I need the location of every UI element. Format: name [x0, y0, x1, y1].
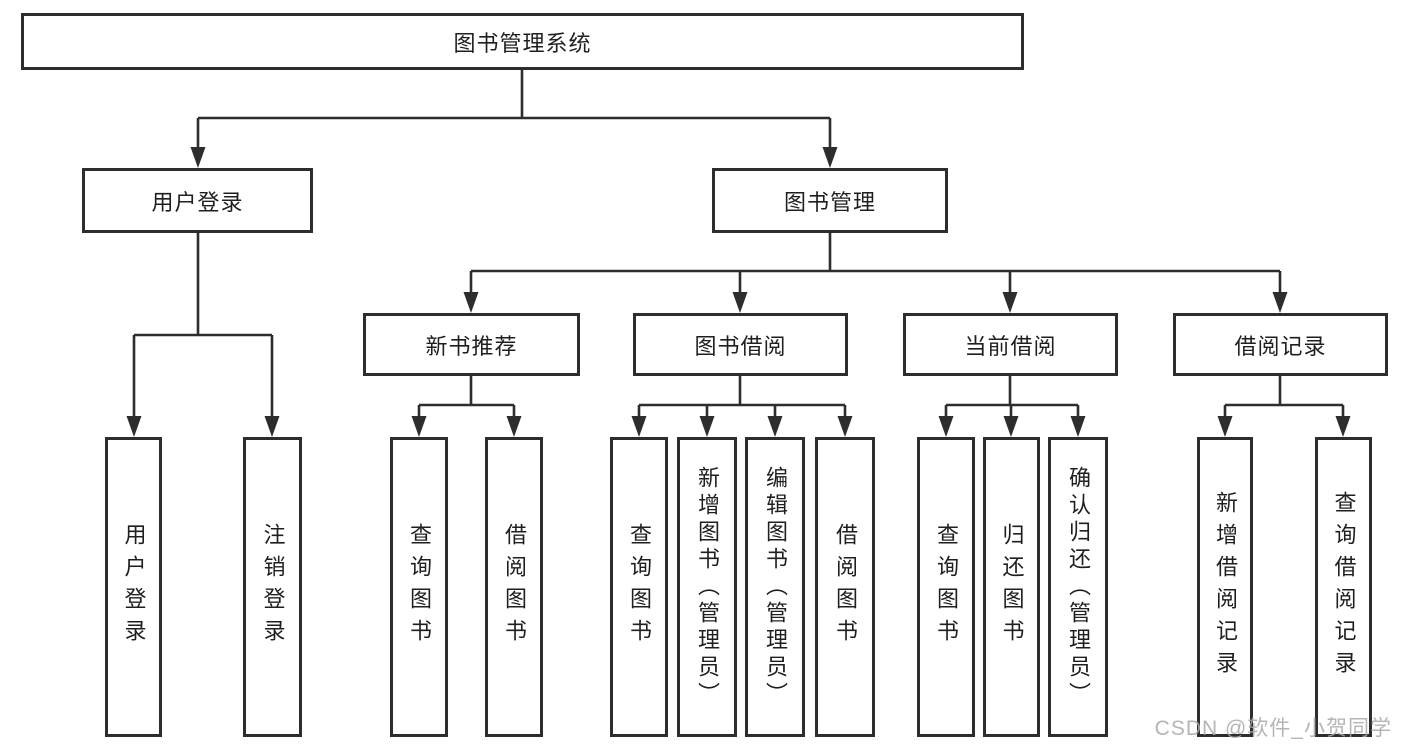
node-user-login: 用户登录	[82, 168, 313, 233]
node-new-book-recommend-label: 新书推荐	[425, 333, 518, 359]
leaf-recommend-query-books-label: 查询图书	[407, 523, 432, 651]
leaf-recommend-query-books: 查询图书	[390, 437, 448, 737]
node-library-system: 图书管理系统	[21, 13, 1024, 70]
node-library-system-label: 图书管理系统	[453, 30, 592, 56]
leaf-borrow-books-label: 借阅图书	[833, 523, 858, 651]
leaf-query-borrow-record: 查询借阅记录	[1315, 437, 1372, 737]
leaf-add-borrow-record: 新增借阅记录	[1197, 437, 1253, 737]
arrowheads	[126, 147, 1351, 437]
leaf-add-book-admin: 新增图书（管理员）	[677, 437, 737, 737]
leaf-borrow-query-books-label: 查询图书	[627, 523, 652, 651]
leaf-logout-label: 注销登录	[260, 523, 286, 651]
leaf-edit-book-admin-label: 编辑图书（管理员）	[763, 465, 788, 709]
leaf-borrow-query-books: 查询图书	[610, 437, 668, 737]
connector-borrow-records-children	[1223, 376, 1345, 419]
node-current-borrow: 当前借阅	[903, 313, 1118, 376]
node-book-borrow-label: 图书借阅	[694, 333, 787, 359]
node-book-management: 图书管理	[712, 168, 948, 233]
connector-root-to-level2	[196, 67, 832, 150]
leaf-add-borrow-record-label: 新增借阅记录	[1213, 491, 1238, 683]
leaf-edit-book-admin: 编辑图书（管理员）	[745, 437, 805, 737]
connector-user-login-children	[132, 233, 274, 419]
leaf-confirm-return-admin: 确认归还（管理员）	[1048, 437, 1108, 737]
leaf-confirm-return-admin-label: 确认归还（管理员）	[1066, 465, 1091, 709]
node-user-login-label: 用户登录	[151, 189, 244, 215]
leaf-return-books: 归还图书	[983, 437, 1040, 737]
node-new-book-recommend: 新书推荐	[363, 313, 580, 376]
node-borrow-records: 借阅记录	[1173, 313, 1388, 376]
leaf-current-query-books-label: 查询图书	[934, 523, 959, 651]
connector-new-book-children	[417, 376, 516, 419]
node-current-borrow-label: 当前借阅	[964, 333, 1057, 359]
leaf-return-books-label: 归还图书	[999, 523, 1025, 651]
connector-book-borrow-children	[637, 376, 847, 419]
leaf-user-login: 用户登录	[105, 437, 162, 737]
connector-current-borrow-children	[944, 376, 1080, 419]
leaf-user-login-label: 用户登录	[121, 523, 147, 651]
leaf-add-book-admin-label: 新增图书（管理员）	[695, 465, 720, 709]
leaf-recommend-borrow-books-label: 借阅图书	[502, 523, 527, 651]
leaf-borrow-books: 借阅图书	[815, 437, 875, 737]
csdn-watermark: CSDN @软件_小贺同学	[1154, 717, 1392, 740]
leaf-query-borrow-record-label: 查询借阅记录	[1331, 491, 1357, 683]
leaf-recommend-borrow-books: 借阅图书	[485, 437, 543, 737]
node-borrow-records-label: 借阅记录	[1234, 333, 1327, 359]
node-book-borrow: 图书借阅	[633, 313, 848, 376]
leaf-logout: 注销登录	[243, 437, 302, 737]
node-book-management-label: 图书管理	[783, 189, 876, 215]
connector-book-management-children	[469, 233, 1282, 295]
leaf-current-query-books: 查询图书	[917, 437, 975, 737]
